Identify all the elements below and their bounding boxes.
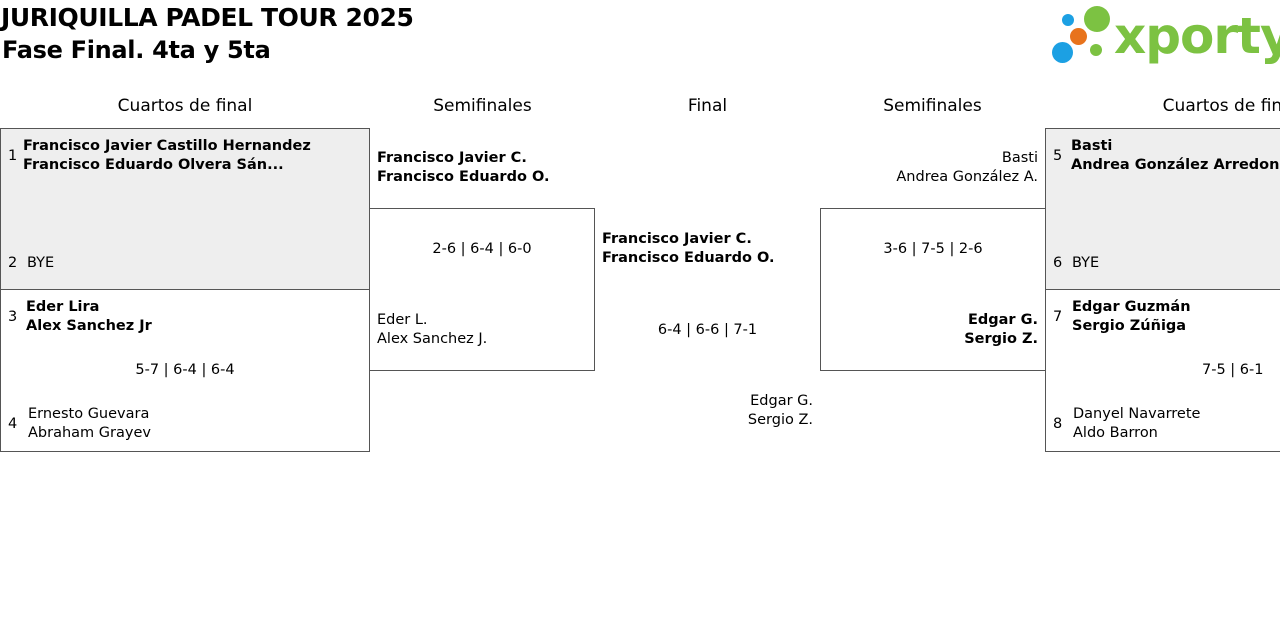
team-player-name: Alex Sanchez J. [377, 331, 488, 347]
left-sf-match[interactable]: 2-6 | 6-4 | 6-0 Eder L. Alex Sanchez J. [369, 208, 595, 371]
team-player-name: Sergio Z. [747, 412, 813, 428]
seed-number: 2 [8, 255, 18, 271]
team-player-name: Danyel Navarrete [1073, 406, 1201, 422]
final-team-a[interactable]: Francisco Javier C. Francisco Eduardo O. [602, 230, 775, 268]
team-player-name: Edgar Guzmán [1072, 299, 1191, 315]
seed-number: 1 [8, 148, 18, 164]
logo-dot-orange [1070, 28, 1087, 45]
team-player-name: Eder Lira [26, 299, 100, 315]
right-sf-team-a[interactable]: Basti Andrea González A. [840, 149, 1038, 187]
final-team-b[interactable]: Edgar G. Sergio Z. [640, 392, 813, 430]
right-sf-match[interactable]: 3-6 | 7-5 | 2-6 Edgar G. Sergio Z. [820, 208, 1046, 371]
team-player-name: Basti [1071, 138, 1113, 154]
team-player-name: Sergio Zúñiga [1072, 318, 1187, 334]
xporty-logo: xporty [1052, 4, 1280, 68]
seed-number: 6 [1053, 255, 1063, 271]
team-player-name: Edgar G. [967, 312, 1038, 328]
round-title-final: Final [687, 96, 728, 116]
team-player-name: Francisco Javier Castillo Hernandez [23, 138, 311, 154]
round-title-left-semis: Semifinales [433, 96, 532, 116]
bye-label: BYE [27, 255, 55, 271]
team-player-name: Abraham Grayev [28, 425, 151, 441]
left-qf-match-2[interactable]: 3 Eder Lira Alex Sanchez Jr 5-7 | 6-4 | … [0, 289, 370, 452]
logo-dot-green [1084, 6, 1110, 32]
right-qf-match-1[interactable]: 5 Basti Andrea González Arredondo 6 BYE [1045, 128, 1280, 290]
left-sf-team-a[interactable]: Francisco Javier C. Francisco Eduardo O. [377, 149, 550, 187]
match-score: 7-5 | 6-1 [1202, 362, 1264, 378]
team-player-name: Francisco Javier C. [377, 150, 527, 166]
seed-number: 7 [1053, 309, 1063, 325]
right-sf-team-b: Edgar G. Sergio Z. [821, 311, 1038, 349]
bye-label: BYE [1072, 255, 1100, 271]
team-player-name: Sergio Z. [964, 331, 1038, 347]
team-player-name: Andrea González A. [896, 169, 1038, 185]
team-player-name: Ernesto Guevara [28, 406, 150, 422]
final-score: 6-4 | 6-6 | 7-1 [657, 322, 758, 338]
round-title-right-quarters: Cuartos de final [1162, 96, 1280, 116]
team-player-name: Francisco Eduardo O. [602, 250, 775, 266]
page-subtitle: Fase Final. 4ta y 5ta [2, 36, 271, 64]
team-player-name: Aldo Barron [1073, 425, 1158, 441]
seed-number: 3 [8, 309, 18, 325]
right-qf-match-2[interactable]: 7 Edgar Guzmán Sergio Zúñiga 7-5 | 6-1 8… [1045, 289, 1280, 452]
team-player-name: Alex Sanchez Jr [26, 318, 152, 334]
match-score: 3-6 | 7-5 | 2-6 [883, 241, 983, 257]
team-player-name: Basti [1001, 150, 1038, 166]
team-player-name: Edgar G. [750, 393, 813, 409]
logo-dot-blue [1052, 42, 1073, 63]
logo-dot-green-small [1090, 44, 1102, 56]
logo-dot-blue-small [1062, 14, 1074, 26]
team-player-name: Eder L. [377, 312, 428, 328]
seed-number: 4 [8, 416, 18, 432]
team-player-name: Francisco Eduardo Olvera Sán... [23, 157, 284, 173]
round-title-right-semis: Semifinales [883, 96, 982, 116]
page-title: JURIQUILLA PADEL TOUR 2025 [1, 3, 414, 32]
team-player-name: Francisco Javier C. [602, 231, 752, 247]
logo-text: xporty [1114, 7, 1280, 65]
round-title-left-quarters: Cuartos de final [117, 96, 253, 116]
seed-number: 8 [1053, 416, 1063, 432]
left-qf-match-1[interactable]: 1 Francisco Javier Castillo Hernandez Fr… [0, 128, 370, 290]
match-score: 2-6 | 6-4 | 6-0 [432, 241, 532, 257]
match-score: 5-7 | 6-4 | 6-4 [135, 362, 235, 378]
team-player-name: Andrea González Arredondo [1071, 157, 1280, 173]
team-player-name: Francisco Eduardo O. [377, 169, 550, 185]
seed-number: 5 [1053, 148, 1063, 164]
